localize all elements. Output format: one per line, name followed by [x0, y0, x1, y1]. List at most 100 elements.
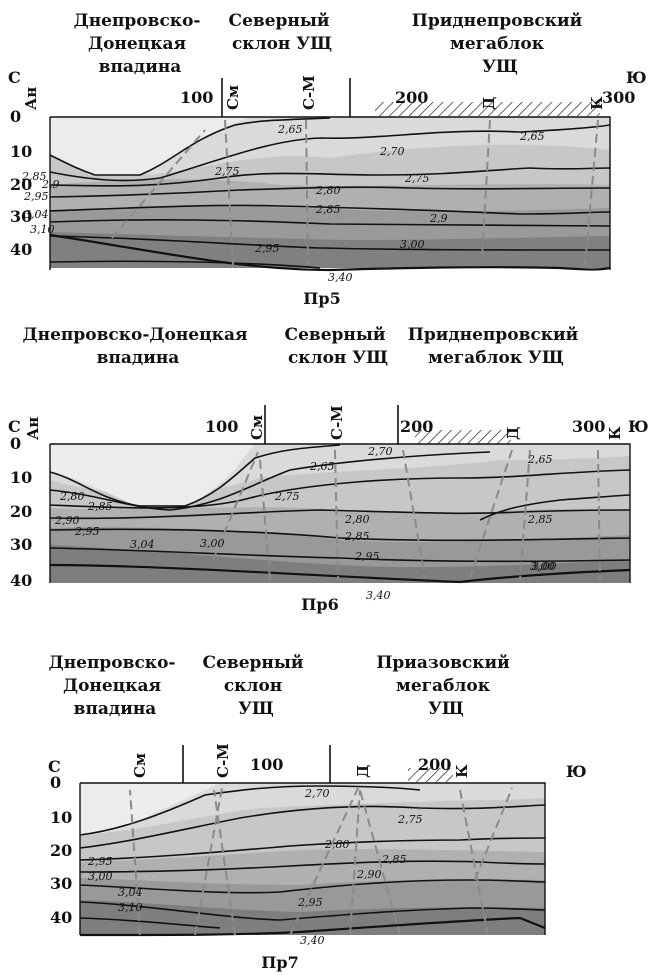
profile-pr5: Днепровско- Донецкая впадина Северный ск… [8, 11, 647, 308]
header-dnieper-donets: Днепровско- Донецкая впадина [74, 11, 207, 77]
density-label: 3,04 [24, 208, 49, 221]
dir-north: С [48, 757, 61, 776]
header-dnieper-megablock: Приднепровский мегаблок УЩ [408, 325, 584, 368]
depth-tick: 20 [10, 502, 32, 521]
depth-tick: 40 [50, 908, 72, 927]
density-label: 3,00 [88, 870, 113, 883]
depth-tick: 0 [50, 773, 61, 792]
dir-south: Ю [626, 68, 647, 87]
header-dnieper-donets: Днепровско-Донецкая впадина [23, 325, 254, 368]
fault-label: Д [480, 97, 498, 110]
density-label: 2,95 [297, 896, 323, 909]
fault-label: С-М [214, 743, 232, 778]
density-label: 2,95 [254, 242, 280, 255]
dir-south: Ю [566, 762, 587, 781]
fault-label: См [131, 753, 149, 778]
header-dnieper-donets: Днепровско- Донецкая впадина [49, 653, 182, 719]
density-label: 2,90 [54, 514, 80, 527]
density-label: 3,04 [130, 538, 155, 551]
distance-tick: 200 [395, 88, 428, 107]
density-label: 2,85 [527, 513, 553, 526]
depth-tick: 20 [50, 841, 72, 860]
profile-pr6: Днепровско-Донецкая впадина Северный скл… [8, 325, 649, 614]
fault-label: Д [354, 765, 372, 778]
density-label: 2,95 [74, 525, 100, 538]
fault-label: См [248, 415, 266, 440]
profile-name: Пр7 [261, 953, 298, 972]
density-label: 3,00 [530, 560, 555, 573]
header-northern-slope: Северный склон УЩ [203, 653, 310, 719]
depth-tick: 30 [50, 874, 72, 893]
density-label: 2,75 [397, 813, 423, 826]
header-northern-slope: Северный склон УЩ [229, 11, 336, 54]
distance-tick: 100 [180, 88, 213, 107]
depth-tick: 10 [10, 142, 32, 161]
density-label: 3,04 [118, 886, 143, 899]
fault-label: Д [504, 427, 522, 440]
density-label: 2,75 [404, 172, 430, 185]
profile-name: Пр5 [303, 289, 340, 308]
density-label: 2,85 [315, 203, 341, 216]
density-label: 2,85 [21, 170, 47, 183]
fault-label: Ан [22, 87, 40, 110]
density-label: 2,90 [356, 868, 382, 881]
density-label: 2,70 [367, 445, 393, 458]
density-label: 2,85 [87, 500, 113, 513]
distance-tick: 100 [205, 417, 238, 436]
fault-label: К [606, 426, 624, 440]
fault-label: Ан [24, 417, 42, 440]
density-label: 2,95 [354, 550, 380, 563]
base-density-label: 3,40 [366, 589, 391, 602]
depth-tick: 10 [10, 468, 32, 487]
density-label: 2,70 [379, 145, 405, 158]
density-label: 2,80 [344, 513, 370, 526]
density-label: 3,00 [400, 238, 425, 251]
depth-tick: 40 [10, 571, 32, 590]
density-label: 2,65 [277, 123, 303, 136]
density-label: 3,10 [118, 901, 143, 914]
density-label: 2,80 [315, 184, 341, 197]
density-label: 2,70 [304, 787, 330, 800]
depth-tick: 20 [10, 175, 32, 194]
distance-tick: 200 [418, 755, 451, 774]
header-northern-slope: Северный склон УЩ [285, 325, 392, 368]
fault-label: С-М [328, 405, 346, 440]
depth-tick: 30 [10, 535, 32, 554]
depth-tick: 0 [10, 107, 21, 126]
density-label: 2,65 [527, 453, 553, 466]
density-label: 2,65 [519, 130, 545, 143]
distance-tick: 200 [400, 417, 433, 436]
fault-label: См [224, 85, 242, 110]
distance-tick: 300 [602, 88, 635, 107]
depth-tick: 10 [50, 808, 72, 827]
density-label: 2,75 [274, 490, 300, 503]
dir-north: С [8, 417, 21, 436]
density-label: 2,9 [41, 178, 60, 191]
density-label: 2,85 [381, 853, 407, 866]
fault-label: К [588, 96, 606, 110]
distance-tick: 100 [250, 755, 283, 774]
fault-label: К [453, 764, 471, 778]
density-label: 3,10 [30, 223, 55, 236]
density-label: 2,95 [87, 855, 113, 868]
density-label: 2,80 [324, 838, 350, 851]
density-label: 2,9 [429, 212, 448, 225]
base-density-label: 3,40 [300, 934, 325, 947]
base-density-label: 3,40 [328, 271, 353, 284]
density-label: 2,80 [59, 490, 85, 503]
header-azov-megablock: Приазовский мегаблок УЩ [376, 653, 515, 719]
profile-name: Пр6 [301, 595, 338, 614]
density-label: 3,00 [532, 560, 557, 573]
density-label: 2,95 [23, 190, 49, 203]
density-label: 2,65 [309, 460, 335, 473]
dir-north: С [8, 68, 21, 87]
fault-label: С-М [300, 75, 318, 110]
header-dnieper-megablock: Приднепровский мегаблок УЩ [412, 11, 588, 77]
density-label: 2,85 [344, 530, 370, 543]
depth-tick: 40 [10, 240, 32, 259]
dir-south: Ю [628, 417, 649, 436]
profile-pr7: Днепровско- Донецкая впадина Северный ск… [48, 653, 587, 972]
depth-tick: 0 [10, 434, 21, 453]
depth-tick: 30 [10, 207, 32, 226]
